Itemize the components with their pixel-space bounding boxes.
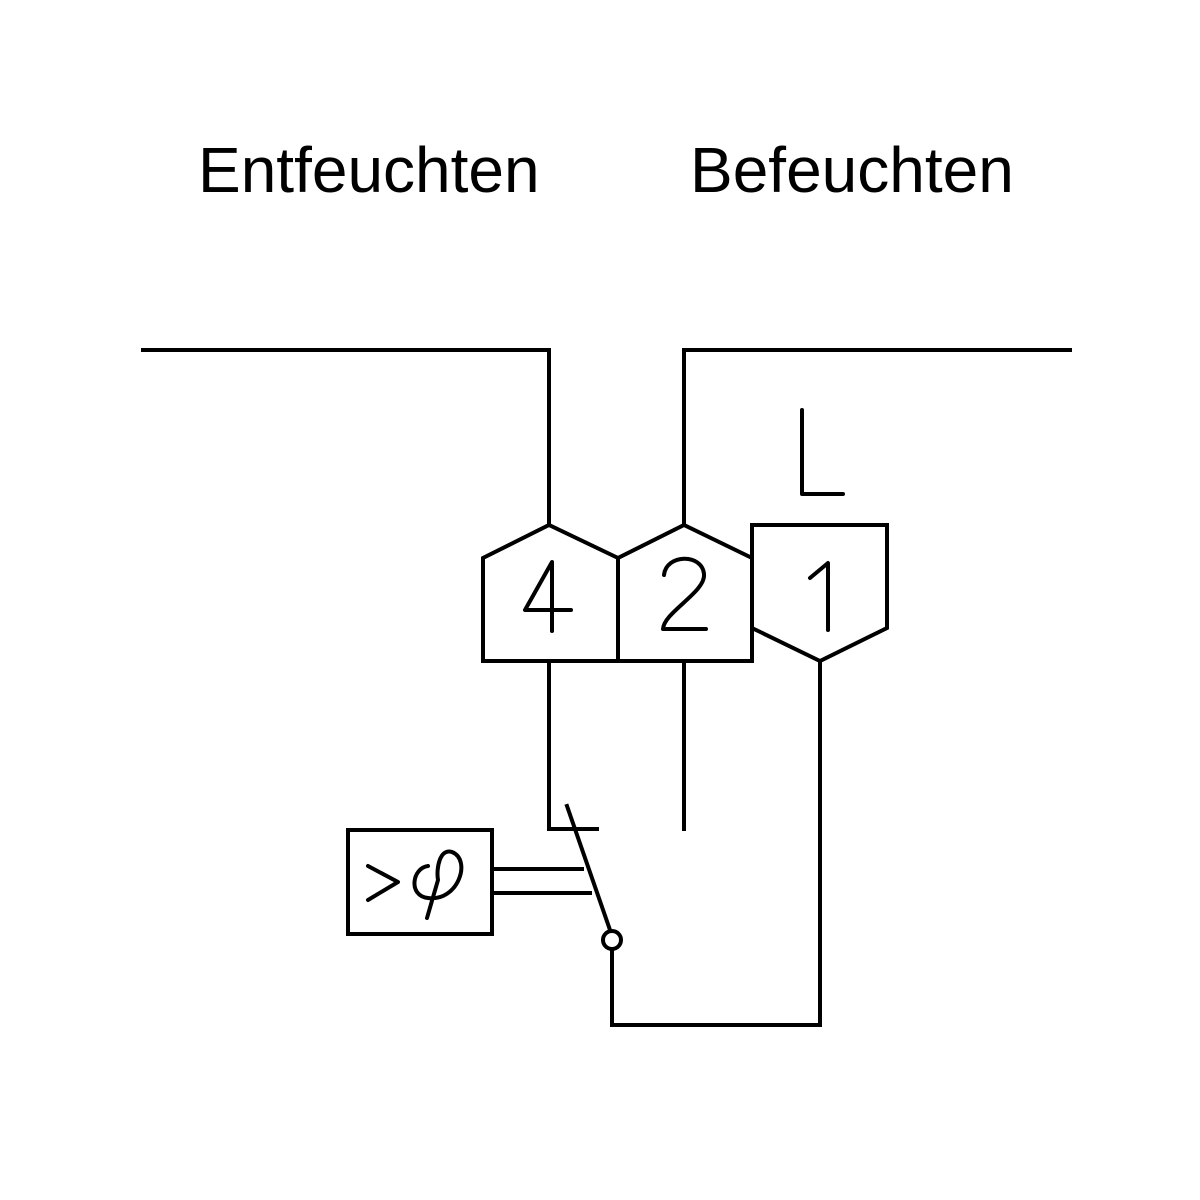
- wire-befeuchten: [682, 348, 1072, 527]
- wire-entfeuchten: [141, 348, 551, 527]
- label-entfeuchten: Entfeuchten: [198, 134, 540, 206]
- label-befeuchten: Befeuchten: [690, 134, 1014, 206]
- terminal-1: [750, 523, 889, 664]
- wire-terminal-4-contact: [547, 659, 599, 831]
- terminal-1-number: [808, 561, 830, 632]
- switch-blade: [564, 803, 613, 933]
- sensor-symbol: [366, 849, 464, 920]
- wire-terminal-1-return: [610, 659, 822, 1027]
- humidity-sensor: [346, 828, 494, 936]
- terminal-2-number: [661, 556, 708, 631]
- terminal-4: [481, 522, 620, 663]
- supply-label-L: [800, 408, 845, 496]
- terminal-2: [616, 522, 754, 663]
- terminal-4-number: [523, 560, 573, 633]
- switch-pivot: [601, 929, 623, 951]
